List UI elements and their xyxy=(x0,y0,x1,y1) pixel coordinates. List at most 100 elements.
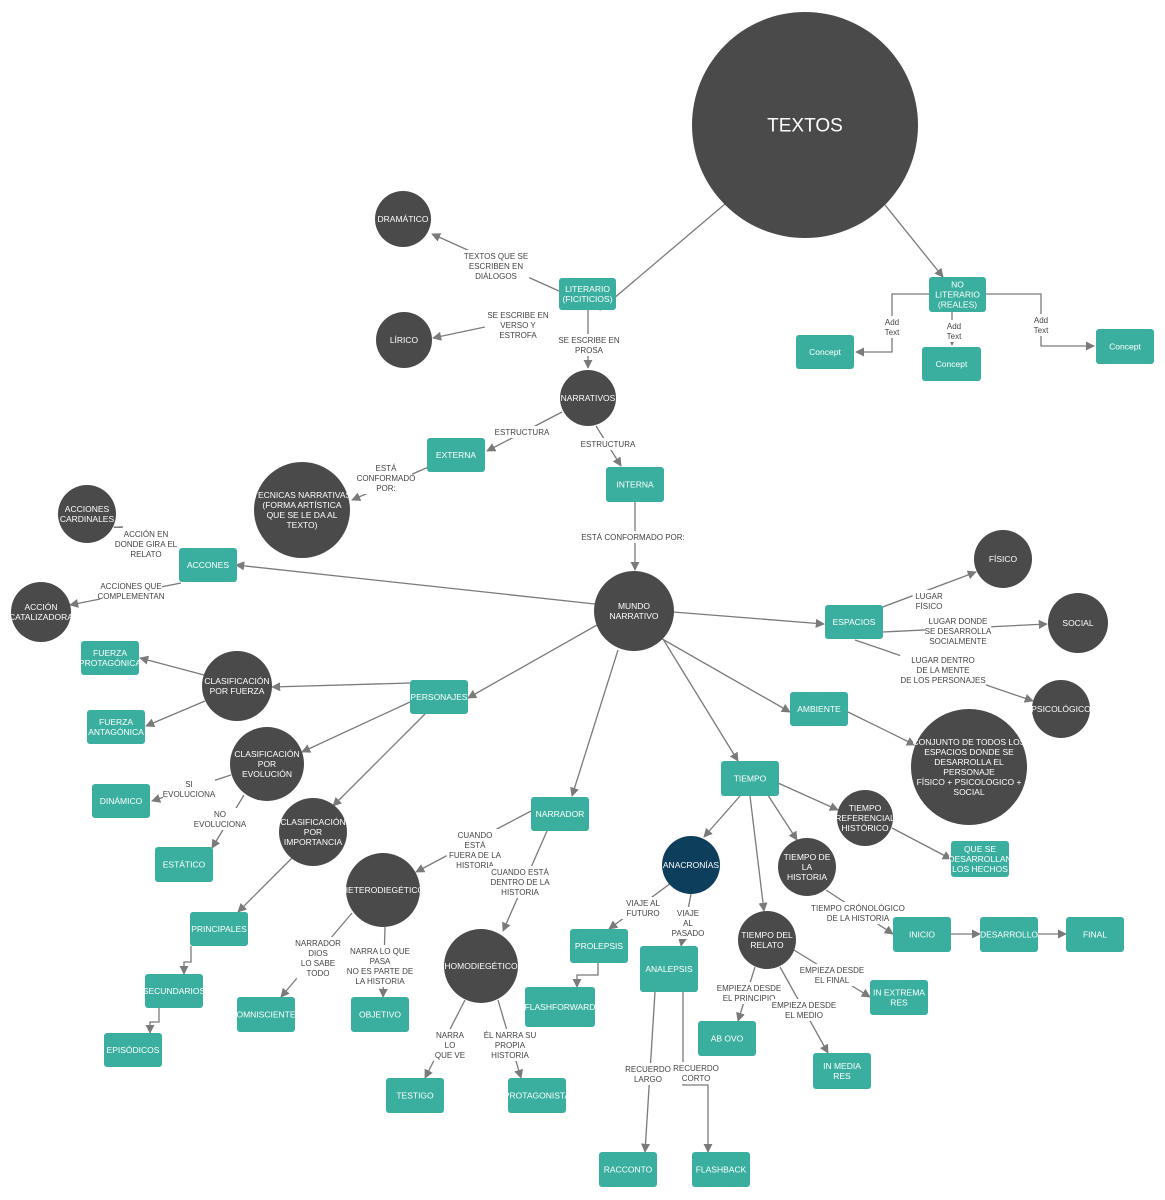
node-narrativos[interactable]: NARRATIVOS xyxy=(560,370,616,426)
node-psicologico[interactable]: PSICOLÓGICO xyxy=(1031,680,1091,738)
node-principales[interactable]: PRINCIPALES xyxy=(190,912,248,946)
node-lirico[interactable]: LÍRICO xyxy=(376,312,432,368)
node-protagonista[interactable]: PROTAGONISTA xyxy=(504,1078,571,1113)
node-literario[interactable]: LITERARIO(FICITICIOS) xyxy=(559,278,616,310)
node-label: AB OVO xyxy=(711,1033,744,1043)
node-heterodiegetico[interactable]: HETERODIEGÉTICO xyxy=(342,853,425,927)
node-secundarios[interactable]: SECUNDARIOS xyxy=(143,974,206,1008)
edge-tiempo-tiempo_referencial xyxy=(777,782,839,811)
node-box xyxy=(813,1053,871,1089)
node-desarrollo[interactable]: DESARROLLO xyxy=(980,917,1038,952)
node-label: PROLEPSIS xyxy=(575,941,624,951)
node-ab-ovo[interactable]: AB OVO xyxy=(698,1021,756,1056)
node-social[interactable]: SOCIAL xyxy=(1048,593,1108,653)
node-anacronias[interactable]: ANACRONÍAS xyxy=(662,836,720,894)
edge-label-line: PROSA xyxy=(575,346,604,355)
edge-label-line: FUTURO xyxy=(626,909,659,918)
node-concept-b[interactable]: Concept xyxy=(922,347,981,381)
node-analepsis[interactable]: ANALEPSIS xyxy=(640,946,698,992)
node-box xyxy=(606,467,664,502)
node-episodicos[interactable]: EPISÓDICOS xyxy=(104,1033,162,1067)
node-omnisciente[interactable]: OMNISCIENTE xyxy=(236,997,296,1032)
node-final[interactable]: FINAL xyxy=(1066,917,1124,952)
node-circle xyxy=(778,838,836,896)
node-acciones[interactable]: ACCONES xyxy=(179,548,237,582)
node-label: TIEMPO xyxy=(734,773,767,783)
node-personajes[interactable]: PERSONAJES xyxy=(410,680,468,714)
node-label: OMNISCIENTE xyxy=(236,1009,295,1019)
edge-label-line: SOCIALMENTE xyxy=(929,637,986,646)
edge-label-line: EL MEDIO xyxy=(785,1011,823,1020)
node-label: PERSONAJES xyxy=(410,692,467,702)
node-concept-a[interactable]: Concept xyxy=(796,335,854,369)
node-flashback[interactable]: FLASHBACK xyxy=(692,1152,750,1187)
node-fisico[interactable]: FÍSICO xyxy=(974,530,1032,588)
node-circle xyxy=(254,462,350,558)
node-racconto[interactable]: RACCONTO xyxy=(599,1152,657,1187)
edge-prolepsis-flashforward xyxy=(572,963,599,988)
node-espacios[interactable]: ESPACIOS xyxy=(825,605,883,639)
node-testigo[interactable]: TESTIGO xyxy=(386,1078,444,1113)
edge-mundo-ambiente xyxy=(656,635,791,713)
node-circle xyxy=(444,929,518,1003)
node-homodiegetico[interactable]: HOMODIEGÉTICO xyxy=(444,929,518,1003)
node-narrador[interactable]: NARRADOR xyxy=(531,797,589,831)
node-box xyxy=(929,277,986,312)
edge-mundo-tiempo xyxy=(662,638,739,762)
node-label: IN MEDIA xyxy=(823,1061,861,1071)
node-interna[interactable]: INTERNA xyxy=(606,467,664,502)
node-concept-c[interactable]: Concept xyxy=(1096,329,1154,364)
node-box xyxy=(386,1078,444,1113)
node-label: TIEMPO xyxy=(849,803,882,813)
node-ambiente[interactable]: AMBIENTE xyxy=(790,692,848,726)
node-label: NO xyxy=(951,279,964,289)
node-externa[interactable]: EXTERNA xyxy=(427,438,485,472)
node-dinamico[interactable]: DINÁMICO xyxy=(92,784,150,818)
edge-label-line: EL FINAL xyxy=(815,976,850,985)
edge-label-line: NO ES PARTE DE xyxy=(347,967,413,976)
edge-mundo-acciones xyxy=(235,561,596,605)
node-objetivo[interactable]: OBJETIVO xyxy=(351,997,409,1032)
edge-label-line: NARRA xyxy=(436,1031,465,1040)
node-label: IN EXTREMA xyxy=(873,987,925,997)
node-box xyxy=(145,974,203,1008)
edge-label-line: SE DESARROLLA xyxy=(925,627,992,636)
edge-label-line: RECUERDO xyxy=(673,1064,719,1073)
node-inicio[interactable]: INICIO xyxy=(893,917,951,952)
node-dramatico[interactable]: DRAMÁTICO xyxy=(375,191,431,247)
node-estatico[interactable]: ESTÁTICO xyxy=(155,847,213,882)
node-textos[interactable]: TEXTOS xyxy=(692,12,918,238)
node-label: PSICOLÓGICO xyxy=(1031,704,1091,714)
edge-label-line: HISTORIA xyxy=(501,888,539,897)
edge-label-line: EMPIEZA DESDE xyxy=(800,966,864,975)
edge-label-line: PROPIA xyxy=(495,1041,526,1050)
node-prolepsis[interactable]: PROLEPSIS xyxy=(570,929,628,963)
node-label: SECUNDARIOS xyxy=(143,986,206,996)
node-label: Concept xyxy=(936,359,968,369)
node-label: TESTIGO xyxy=(396,1090,434,1100)
node-tiempo[interactable]: TIEMPO xyxy=(721,761,779,796)
node-flashforward[interactable]: FLASHFORWARD xyxy=(525,987,596,1027)
node-label: HOMODIEGÉTICO xyxy=(444,961,518,971)
